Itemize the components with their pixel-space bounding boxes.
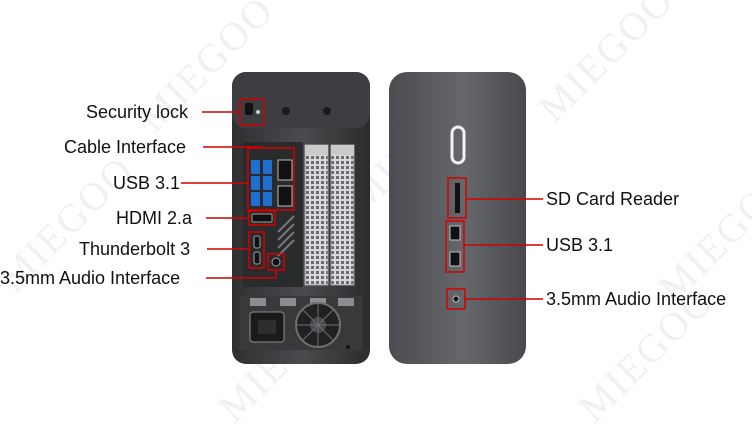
callout-box-thunderbolt [248,231,265,269]
pcie-slots [304,144,355,286]
ethernet-port-icon [277,185,293,207]
label-usb-front: USB 3.1 [546,235,614,255]
power-switch-icon [346,345,350,349]
product-scene [181,72,543,364]
usb-port-icon [251,176,260,190]
usb-port-icon [449,251,461,267]
usb-port-icon [263,160,272,174]
power-button-icon [450,125,466,165]
label-audio-front: 3.5mm Audio Interface [546,289,727,309]
callout-lines [181,111,543,300]
usb-port-icon [449,225,461,241]
ethernet-port-icon [277,159,293,181]
audio-jack-icon [452,295,460,303]
screw-icon [323,107,331,115]
label-audio-back: 3.5mm Audio Interface [0,268,181,288]
security-lock-slot [245,103,253,115]
back-unit [232,72,370,364]
label-security-lock: Security lock [86,102,189,122]
label-thunderbolt: Thunderbolt 3 [79,239,191,259]
thunderbolt-port-icon [253,235,261,249]
back-chassis-top [232,72,370,128]
sd-card-slot-icon [455,183,460,213]
usb-port-icon [263,192,272,206]
callout-box-usb [445,220,465,273]
label-usb-back: USB 3.1 [113,173,181,193]
label-sd-card-reader: SD Card Reader [546,189,680,209]
audio-jack-icon [271,257,281,267]
hdmi-port-icon [251,213,273,223]
screw-icon [282,107,290,115]
lock-icon [256,110,260,114]
label-hdmi: HDMI 2.a [116,208,193,228]
usb-port-icon [263,176,272,190]
usb-port-group [251,160,272,206]
callout-box-sd [447,177,467,219]
label-cable-interface: Cable Interface [64,137,187,157]
callout-box-cable [247,147,295,211]
usb-port-icon [251,192,260,206]
thunderbolt-port-icon [253,251,261,265]
usb-port-icon [251,160,260,174]
